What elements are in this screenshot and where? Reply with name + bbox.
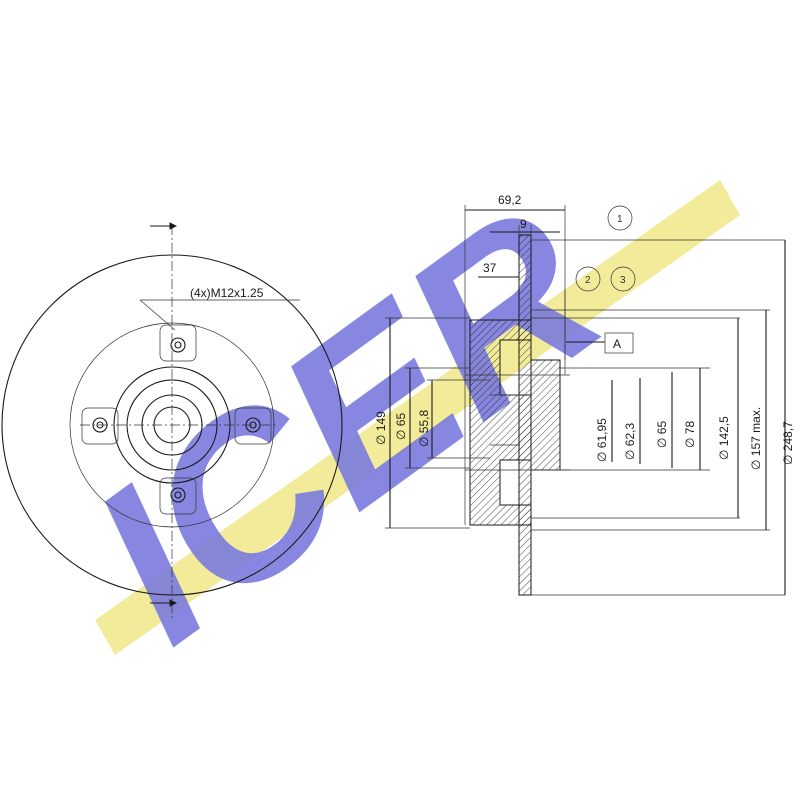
dia-55-8: ∅ 55,8	[417, 410, 431, 447]
ref-a: A	[613, 337, 621, 351]
thread-label: (4x)M12x1.25	[190, 286, 264, 300]
callout-1: 1	[617, 214, 623, 225]
dim-width-total: 69,2	[498, 193, 522, 207]
dia-61-95: ∅ 61,95	[595, 418, 609, 462]
dia-78: ∅ 78	[683, 421, 697, 448]
section-view: 69,2 9 37 A 1 2 3 ∅ 149 ∅ 65 ∅ 55,8	[374, 193, 795, 596]
dia-65-right: ∅ 65	[655, 421, 669, 448]
dim-width-flange: 9	[520, 217, 527, 231]
logo-yellow-stripe	[95, 180, 740, 655]
dia-248-7: ∅ 248,7	[781, 421, 795, 465]
callout-3: 3	[620, 275, 626, 286]
front-view: (4x)M12x1.25	[1, 222, 343, 620]
dia-65-left: ∅ 65	[394, 413, 408, 440]
dia-149: ∅ 149	[374, 411, 388, 445]
dim-offset: 37	[483, 261, 497, 275]
callout-2: 2	[585, 275, 591, 286]
dia-62-3: ∅ 62,3	[623, 423, 637, 460]
dia-142-5: ∅ 142,5	[717, 416, 731, 460]
dia-157-max: ∅ 157 max.	[749, 407, 763, 470]
